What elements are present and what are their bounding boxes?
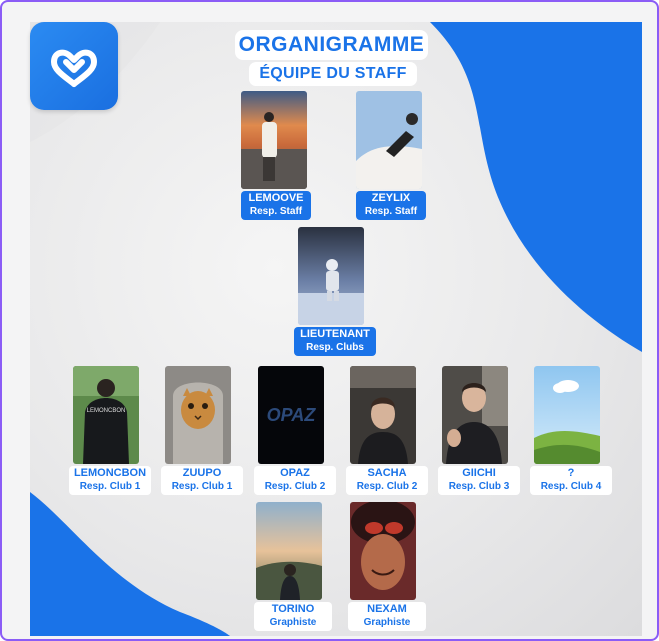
member-card-lieutenant: LIEUTENANT Resp. Clubs (294, 227, 376, 356)
member-label: LIEUTENANT Resp. Clubs (294, 327, 376, 356)
opaz-photo-text: OPAZ (267, 405, 317, 425)
member-card-nexam: NEXAM Graphiste (348, 502, 426, 631)
member-name: TORINO (271, 603, 315, 615)
back-view-photo: LEMONCBON (73, 366, 139, 464)
member-card-zuupo: ZUUPO Resp. Club 1 (161, 366, 243, 495)
member-label: GIICHI Resp. Club 3 (438, 466, 520, 495)
member-name: ZEYLIX (371, 192, 411, 204)
member-name: ZUUPO (182, 467, 222, 479)
member-role: Resp. Staff (249, 206, 303, 217)
member-label: NEXAM Graphiste (348, 602, 426, 631)
selfie-photo (442, 366, 508, 464)
member-role: Resp. Club 3 (448, 481, 510, 492)
member-name: ? (567, 467, 575, 479)
cat-hoodie-photo (165, 366, 231, 464)
member-role: Resp. Club 4 (540, 481, 602, 492)
member-label: ZEYLIX Resp. Staff (356, 191, 426, 220)
member-label: OPAZ Resp. Club 2 (254, 466, 336, 495)
member-name: GIICHI (462, 467, 496, 479)
page-subtitle: ÉQUIPE DU STAFF (249, 62, 417, 86)
mv-logo (30, 22, 118, 110)
svg-text:LEMONCBON: LEMONCBON (87, 408, 126, 414)
member-label: ? Resp. Club 4 (530, 466, 612, 495)
mv-logo-icon (51, 49, 97, 87)
member-role: Resp. Club 2 (356, 481, 418, 492)
astronaut-photo (298, 227, 364, 325)
member-label: LEMOOVE Resp. Staff (241, 191, 311, 220)
member-role: Graphiste (363, 617, 411, 628)
member-label: SACHA Resp. Club 2 (346, 466, 428, 495)
member-card-opaz: OPAZ OPAZ Resp. Club 2 (254, 366, 336, 495)
member-role: Resp. Club 2 (264, 481, 326, 492)
member-name: LIEUTENANT (300, 328, 370, 340)
member-name: LEMONCBON (73, 467, 147, 479)
member-card-zeylix: ZEYLIX Resp. Staff (356, 91, 426, 220)
member-name: LEMOOVE (248, 192, 304, 204)
sunset-person-photo (241, 91, 307, 189)
member-role: Resp. Clubs (306, 342, 364, 353)
member-role: Resp. Staff (364, 206, 418, 217)
opaz-logo-photo: OPAZ (258, 366, 324, 464)
sunset-back-photo (256, 502, 322, 600)
member-label: TORINO Graphiste (254, 602, 332, 631)
member-role: Resp. Club 1 (171, 481, 233, 492)
cartoon-photo (350, 502, 416, 600)
member-label: LEMONCBON Resp. Club 1 (69, 466, 151, 495)
title-text: ORGANIGRAMME (238, 33, 425, 56)
car-selfie-photo (350, 366, 416, 464)
member-name: OPAZ (280, 467, 310, 479)
page-title: ORGANIGRAMME (235, 30, 428, 60)
member-label: ZUUPO Resp. Club 1 (161, 466, 243, 495)
member-card-unknown: ? Resp. Club 4 (530, 366, 612, 495)
member-card-lemoncbon: LEMONCBON LEMONCBON Resp. Club 1 (69, 366, 151, 495)
landscape-placeholder-photo (534, 366, 600, 464)
member-card-sacha: SACHA Resp. Club 2 (346, 366, 428, 495)
member-role: Graphiste (269, 617, 317, 628)
member-role: Resp. Club 1 (79, 481, 141, 492)
subtitle-text: ÉQUIPE DU STAFF (259, 65, 407, 82)
member-card-torino: TORINO Graphiste (254, 502, 332, 631)
member-card-lemoove: LEMOOVE Resp. Staff (241, 91, 311, 220)
member-name: SACHA (367, 467, 407, 479)
sky-selfie-photo (356, 91, 422, 189)
member-card-giichi: GIICHI Resp. Club 3 (438, 366, 520, 495)
member-name: NEXAM (367, 603, 407, 615)
